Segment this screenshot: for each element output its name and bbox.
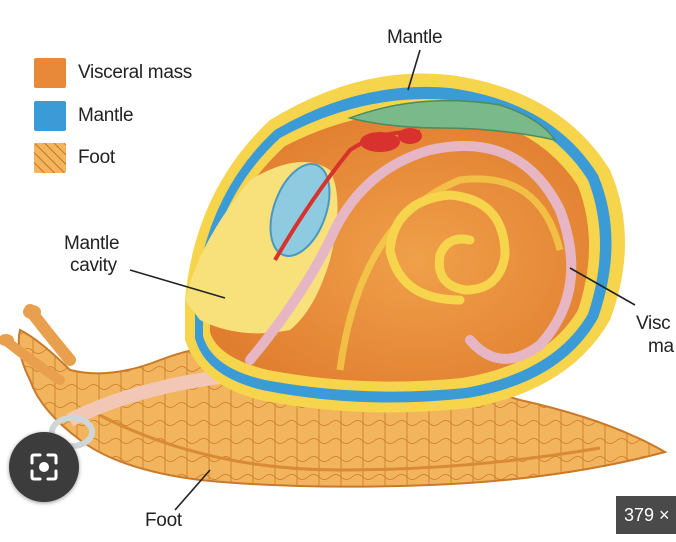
legend-label: Foot (78, 147, 115, 168)
label-mantle-cavity-1: Mantle (64, 233, 120, 254)
leader-foot (174, 469, 211, 511)
legend-swatch-foot (34, 143, 66, 173)
image-size-badge: 379 × (616, 496, 676, 534)
leader-mantle (407, 49, 421, 91)
label-mantle: Mantle (387, 27, 443, 48)
legend-item-mantle: Mantle (34, 101, 134, 131)
leader-visceral (569, 267, 636, 306)
legend-label: Visceral mass (78, 62, 193, 83)
legend-item-foot: Foot (34, 143, 115, 173)
lens-camera-icon (30, 453, 58, 481)
legend-item-visceral-mass: Visceral mass (34, 58, 192, 88)
label-foot: Foot (145, 510, 182, 531)
label-mantle-cavity-2: cavity (70, 255, 117, 276)
leader-mantle-cavity (129, 269, 226, 299)
legend-swatch-mantle (34, 101, 66, 131)
legend-swatch-visceral (34, 58, 66, 88)
label-visceral-mass-2: ma (648, 336, 674, 357)
leader-lines (129, 49, 636, 511)
snail-shell (185, 73, 625, 413)
snail-tentacles (0, 304, 76, 385)
lens-search-button[interactable] (9, 432, 79, 502)
legend-label: Mantle (78, 105, 134, 126)
label-visceral-mass-1: Visc (636, 313, 671, 334)
